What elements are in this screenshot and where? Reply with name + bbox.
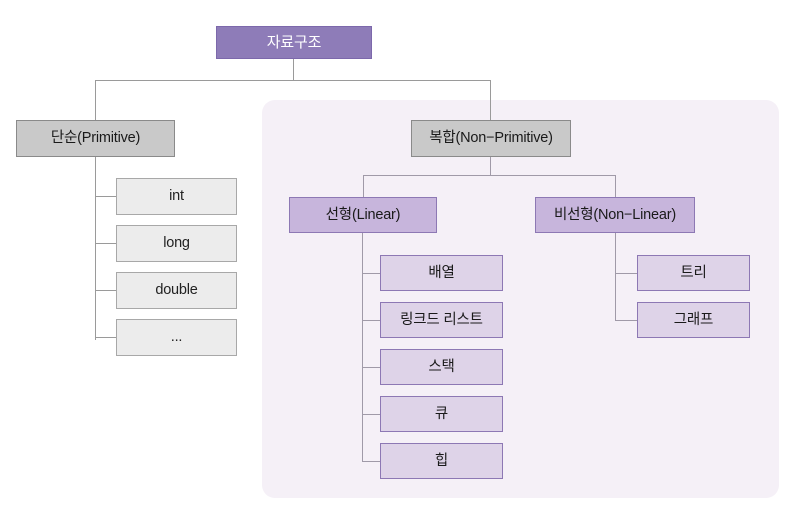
node-linear-linked-list[interactable]: 링크드 리스트 [380,302,503,338]
node-primitive-ellipsis[interactable]: ... [116,319,237,356]
connector-linear-stub-5 [362,461,381,462]
connector-non-primitive-drop [490,156,491,176]
connector-primitive-stub-2 [95,243,116,244]
node-non-primitive[interactable]: 복합(Non−Primitive) [411,120,571,157]
connector-primitive-stub-1 [95,196,116,197]
node-primitive-double[interactable]: double [116,272,237,309]
connector-linear-stub-2 [362,320,381,321]
non-primitive-group-panel [262,100,779,498]
connector-to-primitive [95,80,96,120]
node-linear-array[interactable]: 배열 [380,255,503,291]
node-non-linear-graph[interactable]: 그래프 [637,302,750,338]
connector-to-non-primitive [490,80,491,120]
node-root-data-structure[interactable]: 자료구조 [216,26,372,59]
connector-primitive-stub-4 [95,337,116,338]
node-non-linear[interactable]: 비선형(Non−Linear) [535,197,695,233]
connector-root-spine [95,80,491,81]
node-linear[interactable]: 선형(Linear) [289,197,437,233]
connector-to-non-linear [615,175,616,197]
node-linear-heap[interactable]: 힙 [380,443,503,479]
node-non-linear-tree[interactable]: 트리 [637,255,750,291]
connector-category-spine [363,175,616,176]
connector-primitive-trunk [95,156,96,340]
connector-root-drop [293,58,294,80]
node-linear-stack[interactable]: 스택 [380,349,503,385]
node-linear-queue[interactable]: 큐 [380,396,503,432]
connector-non-linear-trunk [615,233,616,321]
connector-linear-stub-3 [362,367,381,368]
node-primitive-int[interactable]: int [116,178,237,215]
node-primitive[interactable]: 단순(Primitive) [16,120,175,157]
node-primitive-long[interactable]: long [116,225,237,262]
connector-linear-stub-4 [362,414,381,415]
connector-non-linear-stub-2 [615,320,637,321]
connector-linear-stub-1 [362,273,381,274]
connector-to-linear [363,175,364,197]
connector-linear-trunk [362,233,363,462]
connector-primitive-stub-3 [95,290,116,291]
connector-non-linear-stub-1 [615,273,637,274]
